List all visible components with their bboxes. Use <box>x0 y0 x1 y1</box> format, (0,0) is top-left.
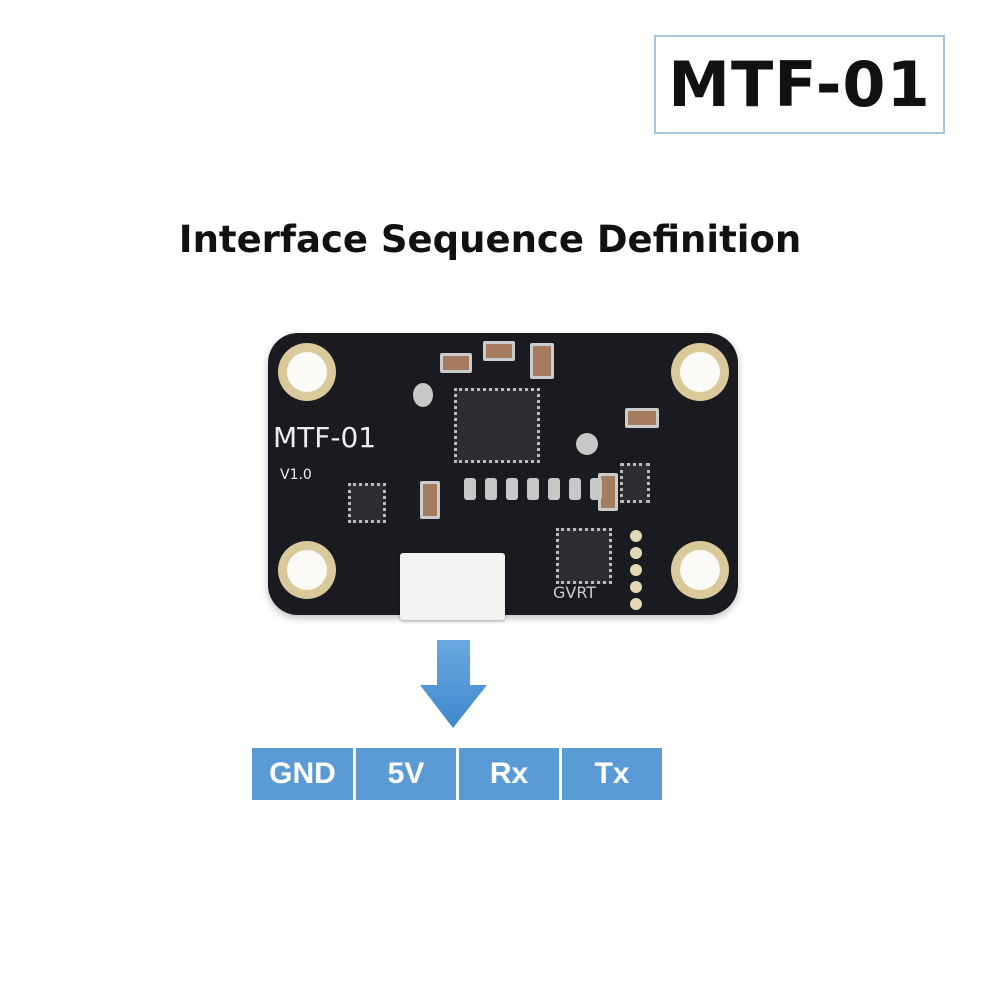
mounting-hole <box>278 541 336 599</box>
pad-column <box>630 530 642 610</box>
capacitor <box>420 481 440 519</box>
pin-5v: 5V <box>356 748 456 800</box>
ic-chip <box>620 463 650 503</box>
mounting-hole <box>278 343 336 401</box>
board-version-label: V1.0 <box>280 467 312 483</box>
resistor-row <box>464 478 602 500</box>
main-chip <box>454 388 540 463</box>
secondary-chip <box>556 528 612 584</box>
capacitor <box>483 341 515 361</box>
component <box>576 433 598 455</box>
arrow-down-icon <box>420 640 487 728</box>
pcb-board-image: MTF-01 V1.0 GVRT <box>268 333 738 615</box>
capacitor <box>625 408 659 428</box>
connector <box>400 553 505 620</box>
pin-tx: Tx <box>562 748 662 800</box>
ic-chip <box>348 483 386 523</box>
mounting-hole <box>671 541 729 599</box>
capacitor <box>530 343 554 379</box>
mounting-hole <box>671 343 729 401</box>
component <box>413 383 433 407</box>
capacitor <box>440 353 472 373</box>
board-model-label: MTF-01 <box>273 421 377 454</box>
pin-rx: Rx <box>459 748 559 800</box>
board-mark-label: GVRT <box>553 583 597 602</box>
pin-gnd: GND <box>252 748 353 800</box>
page-heading: Interface Sequence Definition <box>178 218 802 261</box>
product-title-badge: MTF-01 <box>654 35 945 134</box>
